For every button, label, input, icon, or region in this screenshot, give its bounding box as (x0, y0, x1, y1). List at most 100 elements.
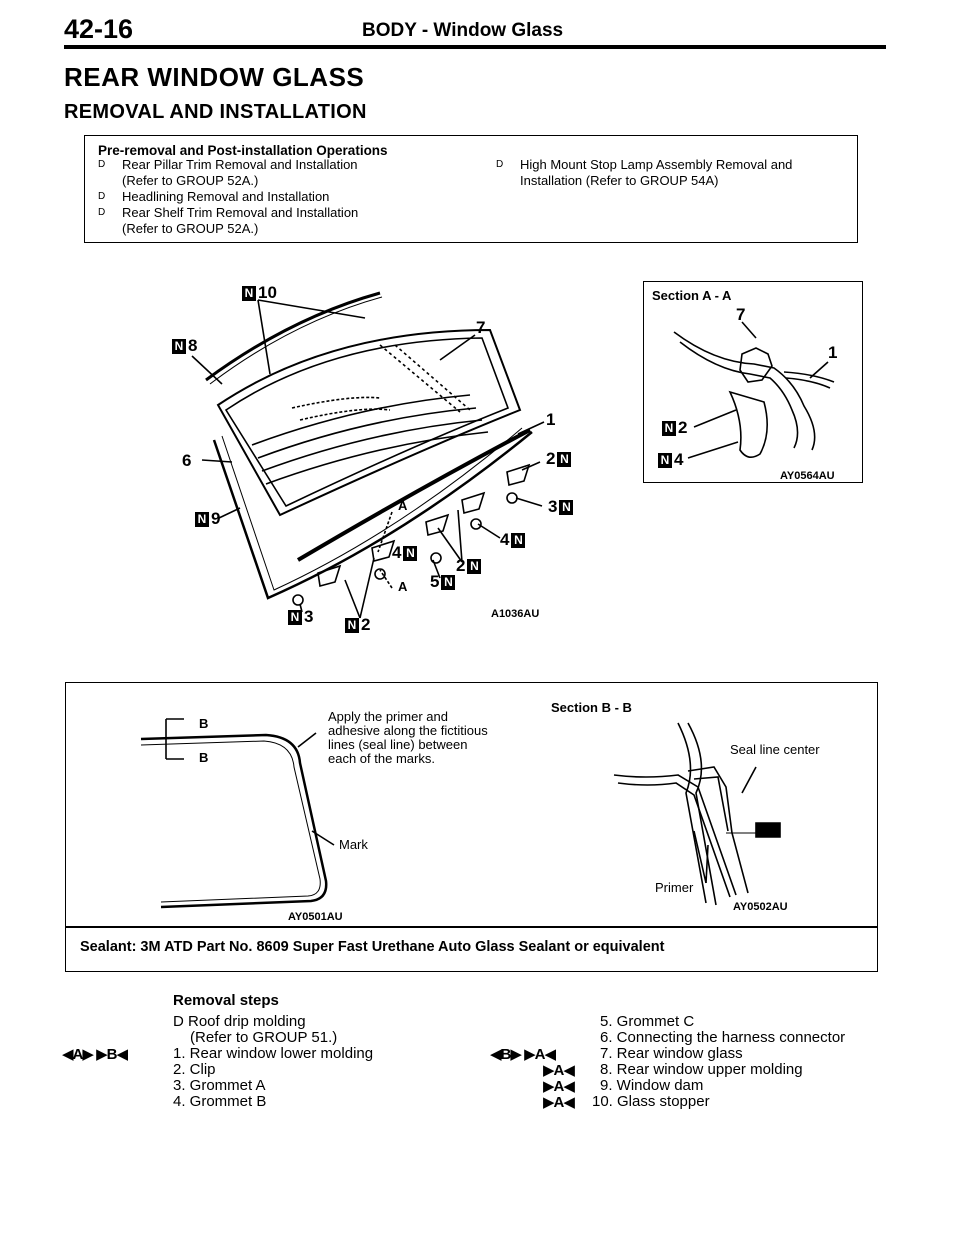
aa-label-7: 7 (736, 305, 746, 324)
label-text: 2 (456, 556, 466, 575)
pre-removal-item-text: Rear Pillar Trim Removal and Installatio… (122, 157, 358, 172)
label-text: 2 (678, 418, 688, 437)
sealant-instruction-box: B B Apply the primer and adhesive along … (65, 682, 878, 972)
label-text: 8 (188, 336, 198, 355)
service-point-marks: ◀A▶ ▶B◀ (62, 1046, 128, 1063)
n-box-icon: N (441, 575, 456, 591)
n-box-icon: N (242, 286, 256, 302)
label-text: 4 (674, 450, 684, 469)
pre-removal-left-list: D Rear Pillar Trim Removal and Installat… (98, 157, 428, 237)
pre-removal-heading: Pre-removal and Post-installation Operat… (98, 143, 388, 158)
section-bb-title: Section B - B (551, 700, 632, 715)
divider (66, 926, 877, 928)
service-point-marks: ▶A◀ (543, 1062, 575, 1079)
note-line: each of the marks. (328, 751, 435, 766)
n-box-icon: N (557, 452, 572, 468)
bullet-icon: D (98, 191, 106, 202)
label-text: 10 (258, 283, 277, 302)
section-marker-a: A (398, 498, 408, 513)
n-box-icon: N (662, 421, 676, 437)
seal-line-center-label: Seal line center (730, 742, 820, 757)
note-line: Apply the primer and (328, 709, 448, 724)
section-aa-drawing (673, 321, 835, 459)
label-text: 3 (304, 607, 314, 626)
pre-removal-item-ref: (Refer to GROUP 52A.) (122, 173, 259, 188)
section-marker-a: A (398, 579, 408, 594)
removal-steps-heading: Removal steps (173, 992, 279, 1009)
label-text: 4 (392, 543, 402, 562)
pre-removal-item: D Headlining Removal and Installation (98, 189, 428, 205)
apply-primer-note: Apply the primer and adhesive along the … (328, 710, 488, 766)
mark-label: Mark (339, 837, 368, 852)
removal-step: (Refer to GROUP 51.) (190, 1029, 338, 1046)
label-text: 3 (548, 497, 558, 516)
removal-step: 1. Rear window lower molding (173, 1045, 374, 1062)
section-title: REAR WINDOW GLASS (64, 62, 365, 92)
left-diagram-caption: AY0501AU (288, 911, 343, 923)
removal-step: 8. Rear window upper molding (600, 1061, 803, 1078)
part-label-1: 1 (546, 410, 556, 429)
bullet-icon: D (98, 207, 106, 218)
header-rule (64, 45, 886, 49)
removal-step: 2. Clip (173, 1061, 216, 1078)
service-point-marks: ◀B▶ ▶A◀ (490, 1046, 556, 1063)
bullet-icon: D (98, 159, 106, 170)
part-label-6: 6 (182, 451, 192, 470)
removal-step: 7. Rear window glass (600, 1045, 743, 1062)
section-marker-b: B (199, 716, 209, 731)
n-box-icon: N (511, 533, 526, 549)
removal-step: 9. Window dam (600, 1077, 704, 1094)
pre-removal-item-ref: Installation (Refer to GROUP 54A) (520, 173, 719, 188)
service-point-marks: ▶A◀ (543, 1094, 575, 1111)
pre-removal-item: D Rear Pillar Trim Removal and Installat… (98, 157, 428, 189)
part-label-7: 7 (476, 318, 486, 337)
pre-removal-item-ref: (Refer to GROUP 52A.) (122, 221, 259, 236)
aa-label-1: 1 (828, 343, 838, 362)
n-box-icon: N (345, 618, 359, 634)
n-box-icon: N (403, 546, 418, 562)
page-number: 42-16 (64, 14, 134, 44)
n-box-icon: N (195, 512, 209, 528)
pre-removal-item-text: Headlining Removal and Installation (122, 189, 330, 204)
primer-label: Primer (655, 880, 694, 895)
n-box-icon: N (288, 610, 302, 626)
section-marker-b: B (199, 750, 209, 765)
removal-step: D Roof drip molding (173, 1013, 306, 1030)
sub-title: REMOVAL AND INSTALLATION (64, 101, 367, 123)
note-line: adhesive along the fictitious (328, 723, 488, 738)
note-line: lines (seal line) between (328, 737, 468, 752)
label-text: 2 (546, 449, 556, 468)
removal-step: 6. Connecting the harness connector (600, 1029, 846, 1046)
right-diagram-caption: AY0502AU (733, 901, 788, 913)
pre-removal-item: D High Mount Stop Lamp Assembly Removal … (496, 157, 851, 189)
sealant-spec: Sealant: 3M ATD Part No. 8609 Super Fast… (80, 939, 665, 955)
page-header-title: BODY - Window Glass (362, 20, 564, 41)
seal-line-drawing (140, 718, 781, 909)
label-text: 2 (361, 615, 371, 634)
n-box-icon: N (559, 500, 574, 516)
section-aa-title: Section A - A (652, 288, 732, 303)
pre-removal-right-list: D High Mount Stop Lamp Assembly Removal … (496, 157, 851, 189)
n-box-icon: N (658, 453, 672, 469)
diagram-caption: A1036AU (491, 608, 540, 620)
pre-removal-box: Pre-removal and Post-installation Operat… (84, 135, 858, 243)
n-box-icon: N (467, 559, 482, 575)
pre-removal-item-text: Rear Shelf Trim Removal and Installation (122, 205, 359, 220)
removal-step: 5. Grommet C (600, 1013, 695, 1030)
pre-removal-item: D Rear Shelf Trim Removal and Installati… (98, 205, 428, 237)
